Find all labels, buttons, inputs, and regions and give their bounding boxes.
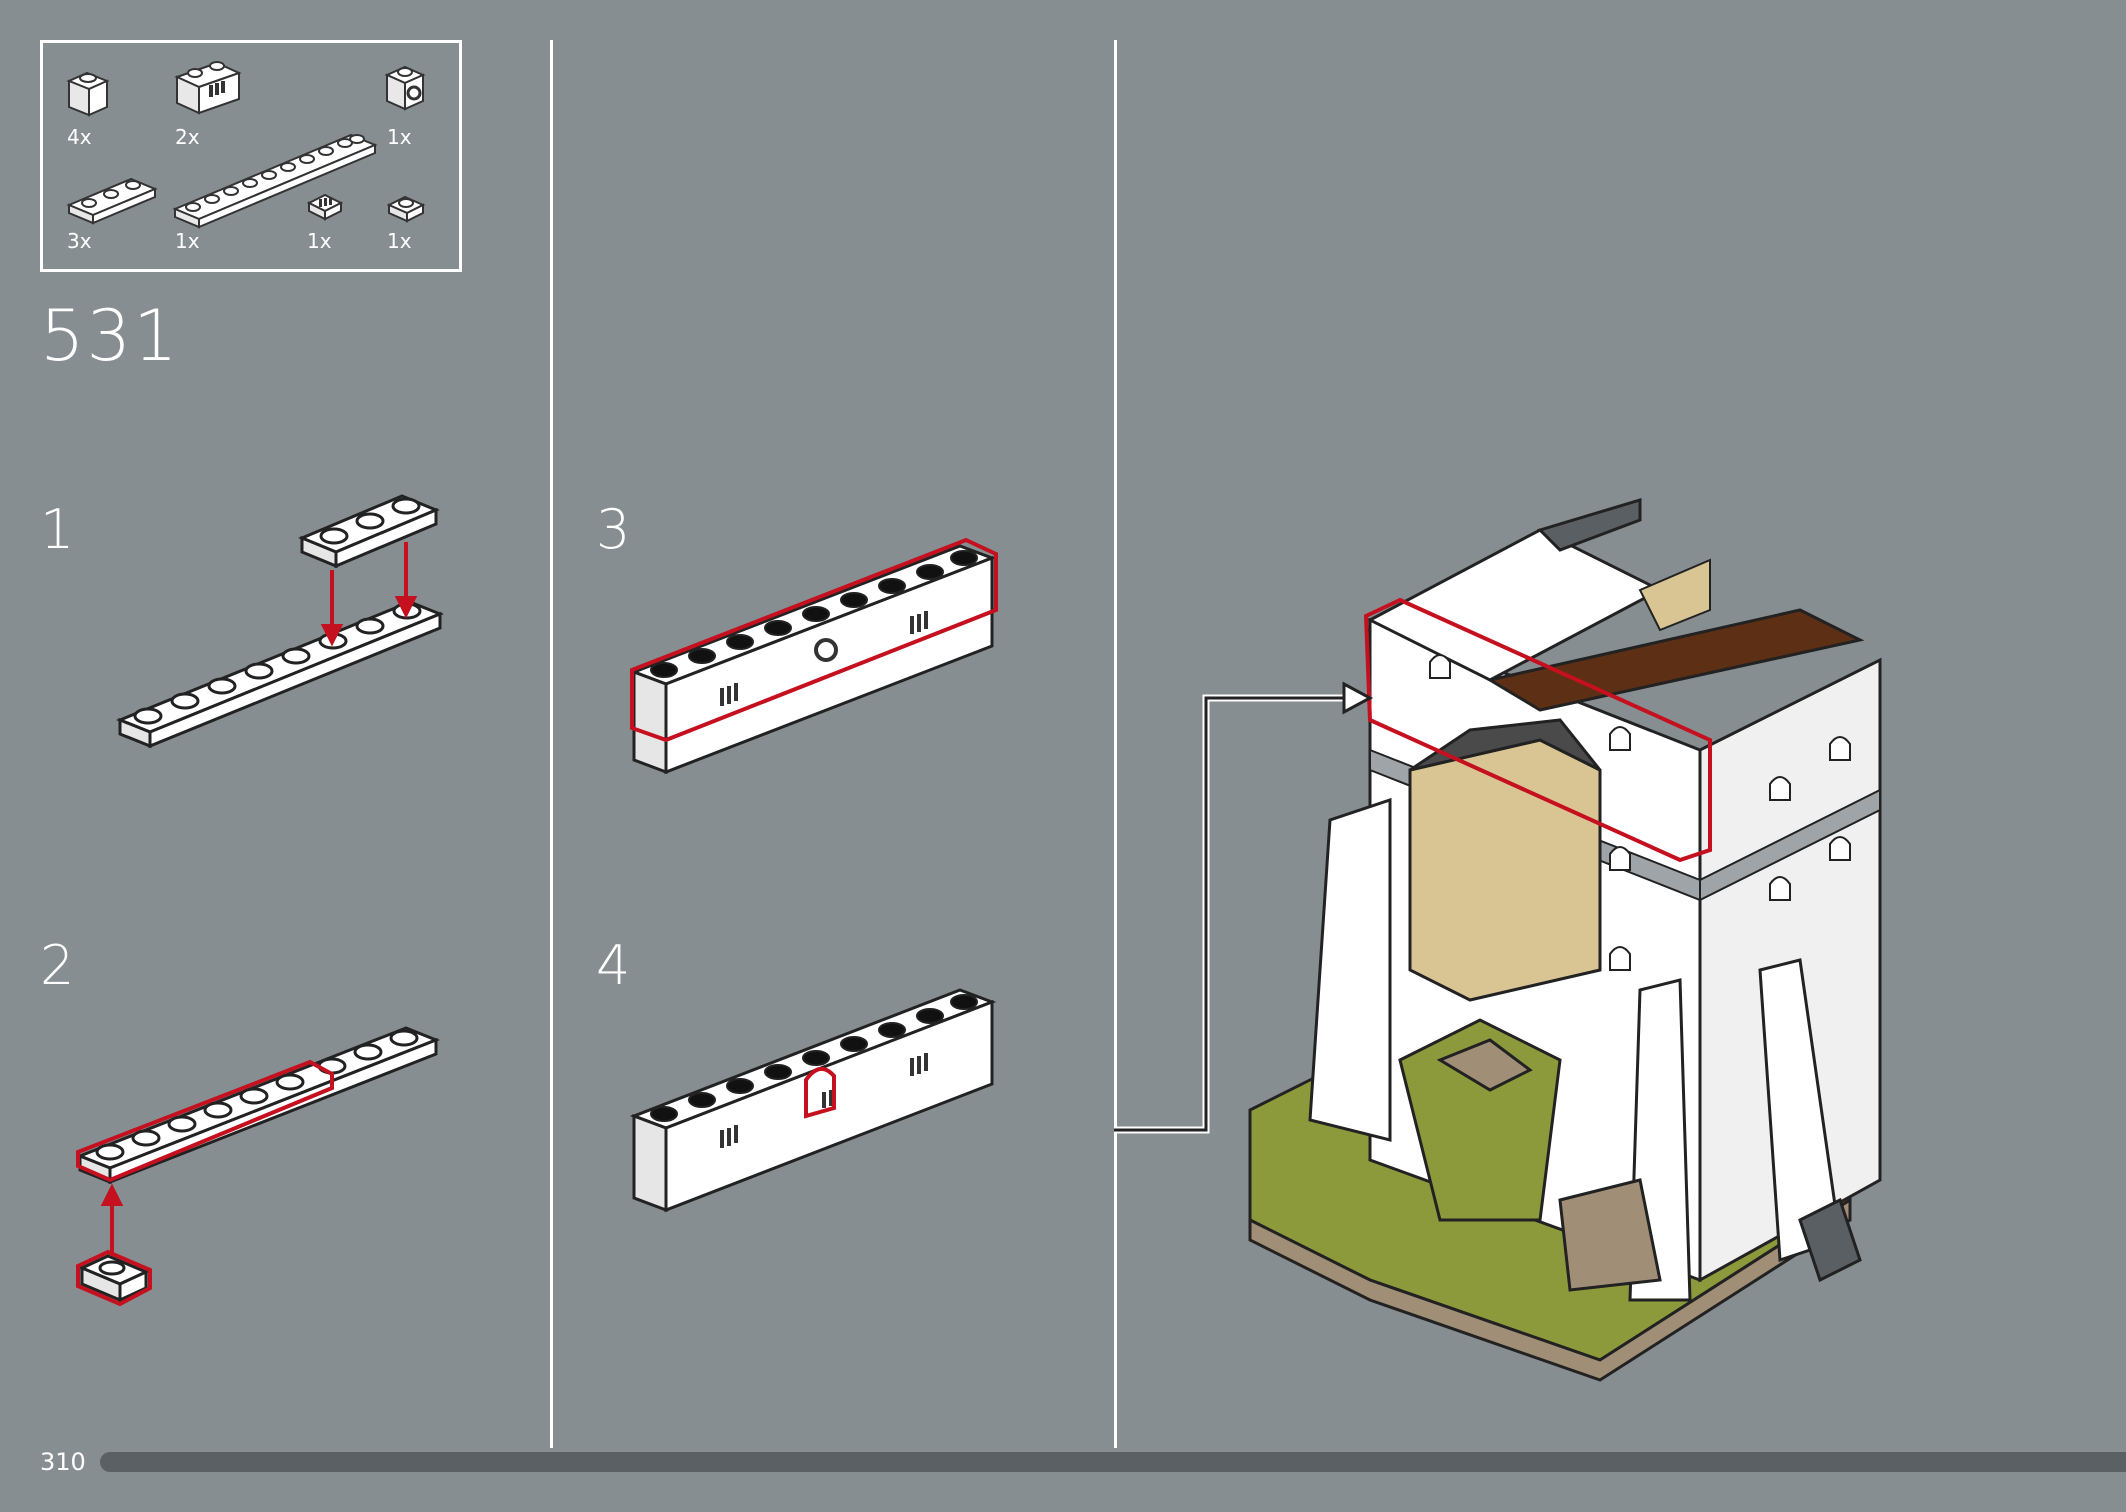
part-qty: 2x (175, 125, 200, 149)
plate-1x10-white-icon (172, 133, 378, 229)
substep-number: 3 (596, 498, 631, 561)
column-divider (550, 40, 553, 1448)
step-number: 531 (40, 295, 180, 377)
substep-3-illustration (629, 537, 998, 775)
column-divider (1114, 40, 1117, 1448)
substep-number: 4 (596, 934, 631, 997)
progress-bar (100, 1452, 2126, 1472)
substep-number: 2 (40, 934, 75, 997)
part-qty: 3x (67, 229, 92, 253)
part-qty: 4x (67, 125, 92, 149)
part-qty: 1x (387, 125, 412, 149)
substep-number: 1 (40, 498, 75, 561)
substep-4-illustration (629, 988, 997, 1213)
part-qty: 1x (387, 229, 412, 253)
substep-1-illustration (115, 494, 445, 749)
brick-1x2-window-white-icon (174, 61, 242, 115)
brick-1x1-white-icon (66, 71, 110, 117)
tower-model-illustration (1248, 497, 1882, 1382)
tile-1x1-round-white-icon (306, 193, 344, 221)
part-qty: 1x (307, 229, 332, 253)
plate-1x1-white-icon (386, 195, 426, 223)
part-qty: 1x (175, 229, 200, 253)
callout-arrow (1114, 681, 1374, 1134)
page-number: 310 (40, 1448, 86, 1476)
parts-list: 4x 2x 1x 3x 1x (40, 40, 462, 272)
brick-1x1-clip-white-icon (384, 65, 426, 111)
substep-2-illustration (75, 1026, 441, 1307)
plate-1x3-white-icon (66, 177, 158, 225)
